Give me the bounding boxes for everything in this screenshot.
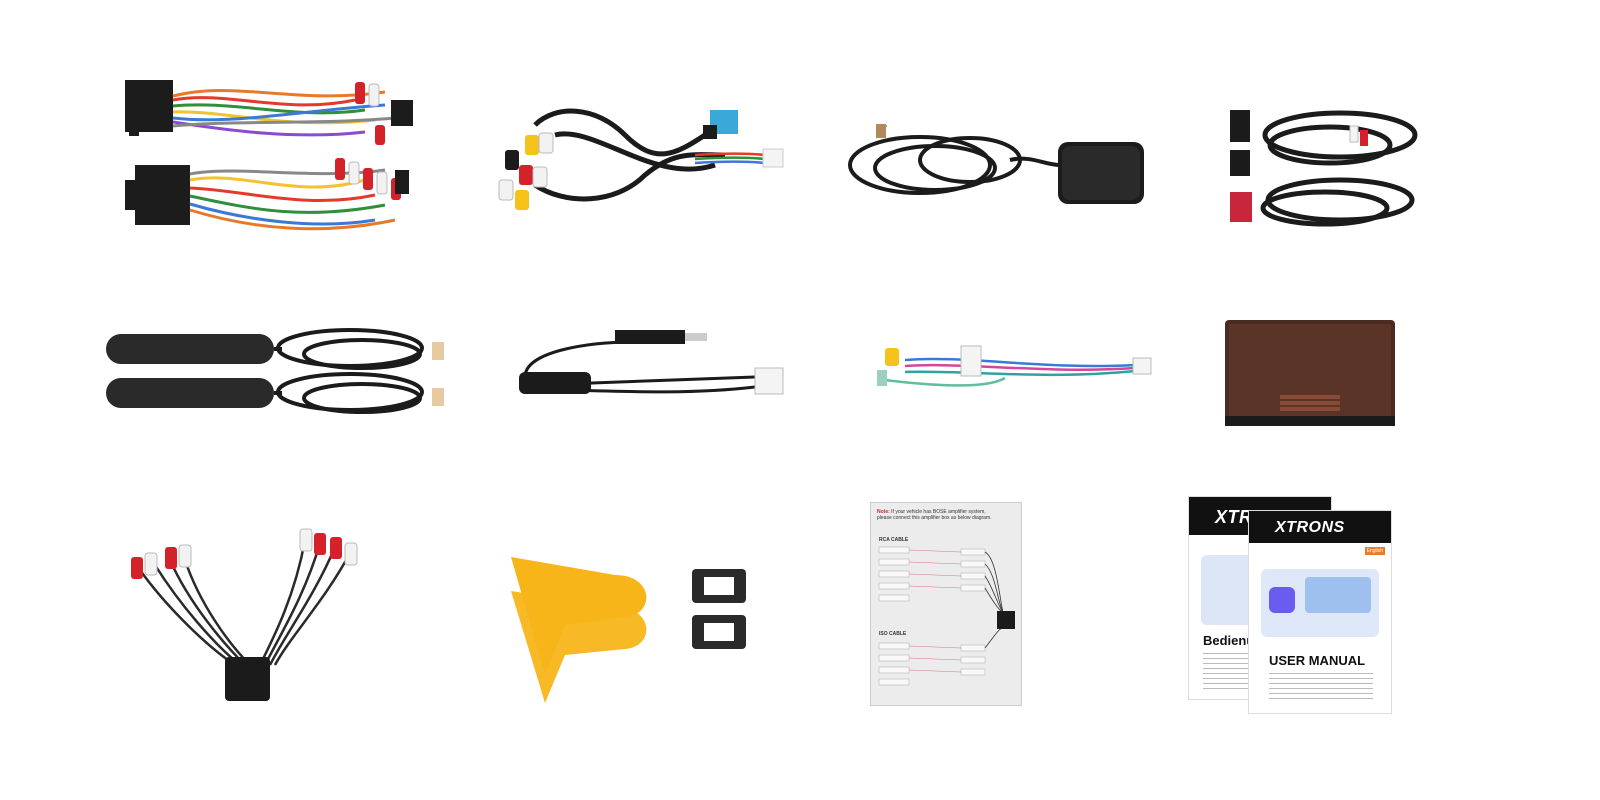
pry-tools [505, 555, 665, 705]
rca-cable [495, 95, 795, 220]
camera-cable [865, 340, 1155, 400]
user-manual-front: XTRONS English USER MANUAL [1248, 510, 1392, 714]
manual-front-title: USER MANUAL [1269, 653, 1366, 668]
diagram-note: Note: If your vehicle has BOSE amplifier… [877, 509, 992, 521]
manual-front-brand: XTRONS [1275, 519, 1345, 536]
manual-back-title: Bedienun [1203, 633, 1263, 648]
amplifier-box [1225, 320, 1395, 428]
language-tag: English [1364, 547, 1385, 555]
mounting-clips [690, 565, 748, 655]
wiring-diagram-card: Note: If your vehicle has BOSE amplifier… [870, 502, 1022, 706]
usb-cable [1220, 100, 1420, 235]
iso-wiring-harness [115, 70, 425, 245]
radio-antenna-adapter [505, 322, 805, 412]
gps-antenna [840, 120, 1150, 210]
wifi-antennas [100, 320, 450, 420]
iso-cable-heading: ISO CABLE [879, 631, 907, 637]
rca-cable-heading: RCA CABLE [879, 537, 909, 543]
rca-breakout-harness [125, 525, 375, 705]
